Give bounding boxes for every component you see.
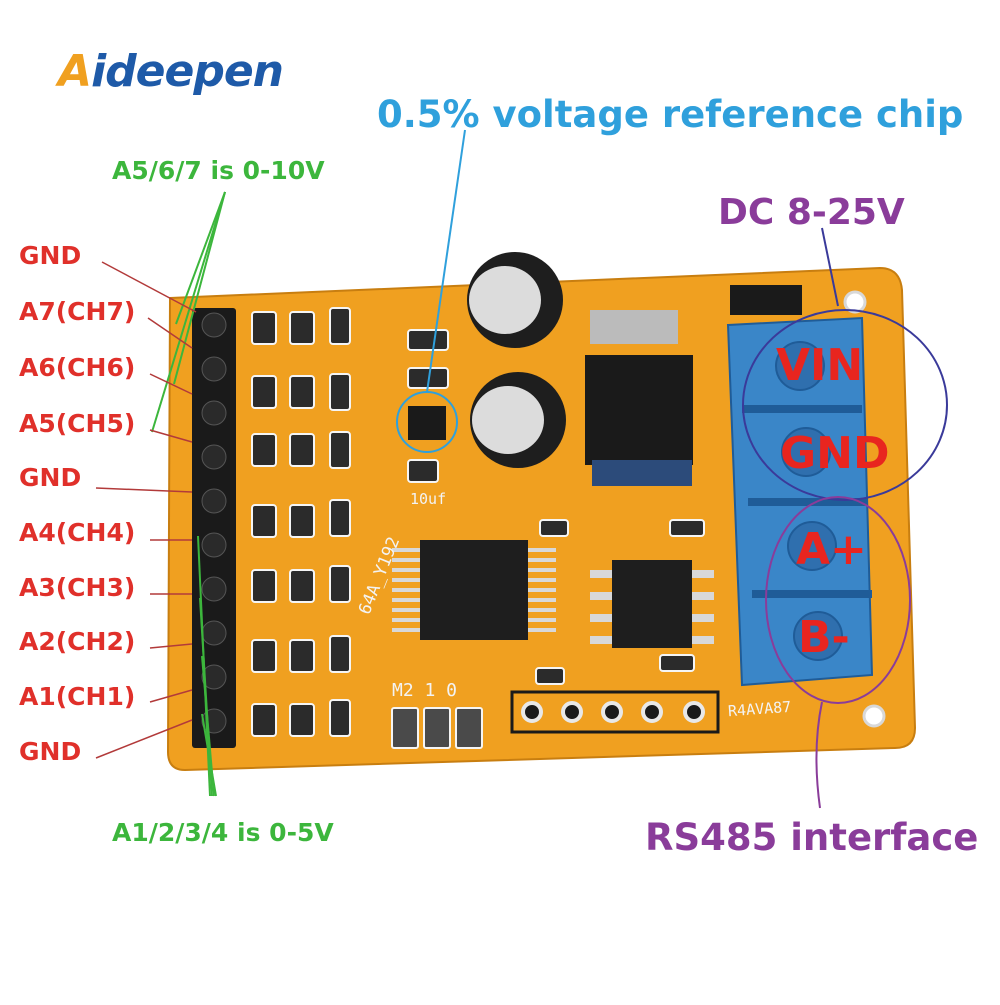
terminal-label-vin: VIN bbox=[776, 340, 864, 391]
power-callout: DC 8-25V bbox=[718, 192, 905, 233]
terminal-label-gnd: GND bbox=[780, 428, 890, 479]
power-callout-line bbox=[821, 227, 839, 307]
small-components bbox=[407, 329, 705, 685]
pin-label-a3: A3(CH3) bbox=[19, 573, 136, 602]
pin-label-a5: A5(CH5) bbox=[19, 409, 136, 438]
logo-rest: ideepen bbox=[91, 46, 284, 97]
power-terminal-highlight bbox=[742, 309, 948, 501]
pin-label-gnd-mid: GND bbox=[19, 463, 82, 492]
rs485-callout: RS485 interface bbox=[645, 816, 979, 859]
range-high-lines bbox=[151, 191, 226, 433]
capacitor-2 bbox=[470, 372, 566, 468]
pin-label-gnd-bottom: GND bbox=[19, 737, 82, 766]
terminal-label-b-minus: B- bbox=[798, 612, 850, 663]
silk-cap: 10uf bbox=[410, 490, 447, 508]
regulator bbox=[585, 310, 693, 486]
rs485-chip bbox=[590, 560, 714, 648]
range-high-callout: A5/6/7 is 0-10V bbox=[112, 156, 325, 185]
pcb-board bbox=[166, 266, 917, 772]
resistor-array bbox=[251, 307, 351, 737]
pin-label-a6: A6(CH6) bbox=[19, 353, 136, 382]
mount-hole bbox=[862, 704, 886, 728]
terminal-label-a-plus: A+ bbox=[796, 524, 867, 575]
pin-header bbox=[192, 308, 236, 748]
mount-hole bbox=[843, 290, 867, 314]
pin-label-gnd-top: GND bbox=[19, 241, 82, 270]
rs485-callout-line bbox=[815, 701, 823, 809]
pin-pointer-lines bbox=[95, 261, 197, 759]
reference-chip bbox=[408, 406, 446, 440]
terminal-block bbox=[726, 316, 874, 687]
logo-prefix: A bbox=[58, 46, 92, 97]
pin-label-a7: A7(CH7) bbox=[19, 297, 136, 326]
brand-logo: Aideepen bbox=[58, 46, 284, 97]
range-low-lines bbox=[197, 535, 217, 797]
capacitor-1 bbox=[467, 252, 563, 348]
through-hole-header bbox=[510, 690, 720, 734]
diode bbox=[730, 285, 802, 315]
pin-label-a4: A4(CH4) bbox=[19, 518, 136, 547]
pin-label-a2: A2(CH2) bbox=[19, 627, 136, 656]
rs485-terminal-highlight bbox=[765, 496, 911, 704]
address-pads bbox=[391, 707, 483, 749]
voltage-reference-callout: 0.5% voltage reference chip bbox=[377, 93, 964, 136]
pin-label-a1: A1(CH1) bbox=[19, 682, 136, 711]
range-low-callout: A1/2/3/4 is 0-5V bbox=[112, 818, 334, 847]
silk-address: M2 1 0 bbox=[392, 680, 458, 701]
reference-callout-line bbox=[426, 129, 466, 393]
adc-chip bbox=[392, 540, 556, 640]
